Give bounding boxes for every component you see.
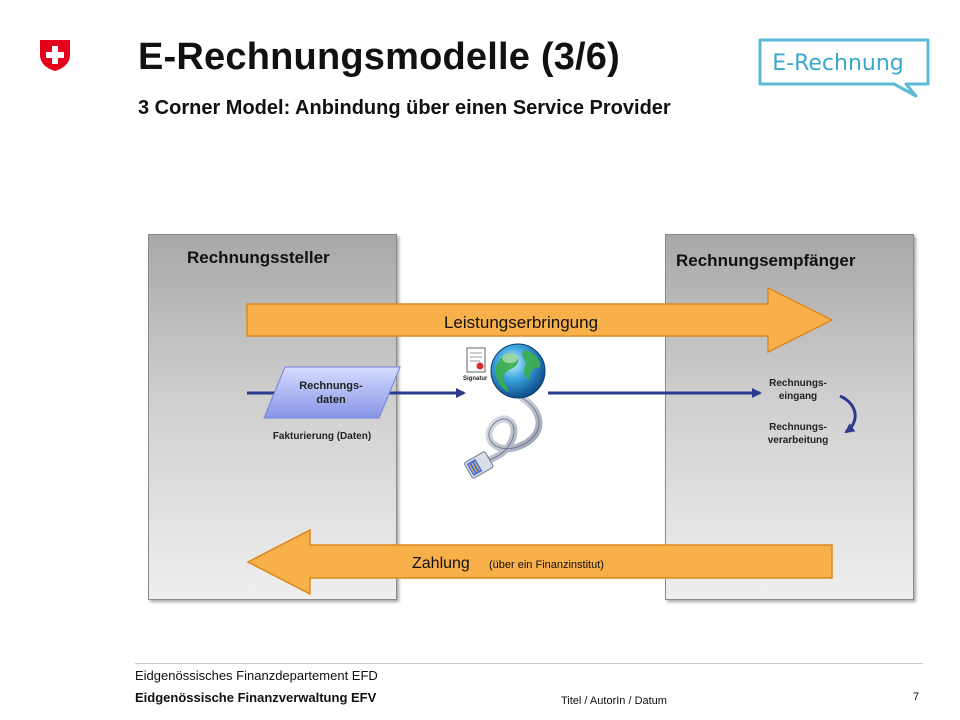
payment-arrow-label: Zahlung bbox=[412, 555, 470, 572]
processing-curve-arrow bbox=[839, 394, 857, 434]
service-arrow bbox=[246, 286, 834, 354]
sender-title: Rechnungssteller bbox=[187, 248, 330, 267]
footer-department: Eidgenössisches Finanzdepartement EFD bbox=[135, 668, 378, 683]
processing-line1: Rechnungs- bbox=[769, 422, 827, 433]
footer-divider bbox=[135, 663, 923, 664]
inbox-line2: eingang bbox=[779, 391, 817, 402]
invoice-data-line2: daten bbox=[316, 394, 346, 406]
network-cable-icon bbox=[464, 394, 543, 479]
payment-arrow bbox=[246, 528, 833, 596]
e-rechnung-badge: E-Rechnung bbox=[758, 38, 930, 98]
page-title: E-Rechnungsmodelle (3/6) bbox=[138, 36, 620, 78]
footer-meta: Titel / AutorIn / Datum bbox=[561, 695, 667, 707]
footer-office: Eidgenössische Finanzverwaltung EFV bbox=[135, 690, 377, 705]
invoicing-label: Fakturierung (Daten) bbox=[273, 431, 371, 442]
invoice-data-box bbox=[263, 366, 401, 419]
badge-text: E-Rechnung bbox=[772, 51, 904, 76]
receiver-panel: Rechnungsempfänger bbox=[665, 234, 914, 600]
payment-arrow-note: (über ein Finanzinstitut) bbox=[489, 559, 604, 571]
invoice-data-line1: Rechnungs- bbox=[299, 380, 363, 392]
page-number: 7 bbox=[913, 691, 920, 703]
receiver-title: Rechnungsempfänger bbox=[676, 251, 856, 270]
signature-label: Signatur bbox=[463, 376, 488, 382]
inbox-line1: Rechnungs- bbox=[769, 378, 827, 389]
service-arrow-label: Leistungserbringung bbox=[444, 313, 598, 332]
globe-icon bbox=[490, 343, 546, 399]
page-subtitle: 3 Corner Model: Anbindung über einen Ser… bbox=[138, 97, 671, 119]
swiss-cross-icon bbox=[40, 40, 70, 71]
processing-line2: verarbeitung bbox=[768, 435, 829, 446]
signature-certificate-icon: Signatur bbox=[463, 347, 488, 382]
